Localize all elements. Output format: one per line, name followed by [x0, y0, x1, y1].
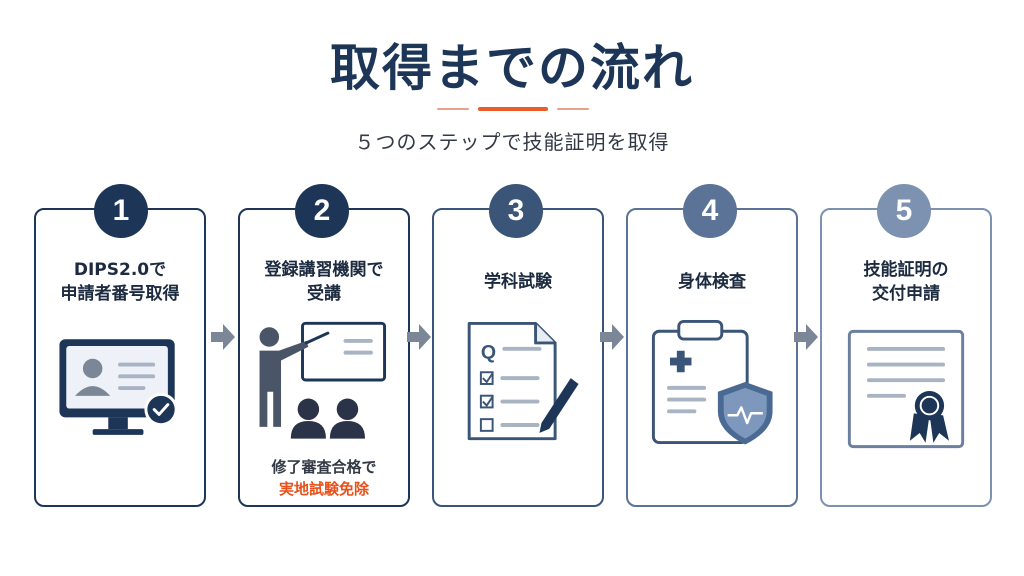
title-underline-left [437, 108, 469, 110]
step-5-number: 5 [895, 194, 913, 227]
certificate-ribbon-icon [847, 329, 965, 449]
monitor-check-icon [59, 339, 178, 435]
page-subtitle: ５つのステップで技能証明を取得 [354, 130, 670, 154]
step-card-3: 学科試験 Q [432, 208, 604, 507]
step-5-label: 技能証明の 交付申請 [863, 260, 949, 304]
clipboard-medical-shield-icon [651, 320, 773, 445]
step-2-label: 登録講習機関で 受講 [264, 260, 384, 304]
quiz-letter: Q [481, 342, 496, 364]
step-3-label: 学科試験 [484, 272, 552, 292]
arrow-right-icon [794, 324, 818, 350]
step-1-label: DIPS2.0で 申請者番号取得 [60, 260, 180, 304]
step-card-5: 技能証明の 交付申請 [820, 208, 992, 507]
step-2-note-line2: 実地試験免除 [278, 480, 369, 498]
step-badge-4: 4 [683, 184, 737, 238]
step-2-number: 2 [313, 194, 331, 227]
teacher-whiteboard-icon [259, 321, 387, 439]
step-card-2: 登録講習機関で 受講 修了審査合格で 実地試験免除 [238, 208, 410, 507]
step-4-label: 身体検査 [678, 272, 746, 292]
step-3-number: 3 [507, 194, 525, 227]
step-card-4: 身体検査 [626, 208, 798, 507]
title-underline-center [478, 107, 548, 111]
step-2-note: 修了審査合格で 実地試験免除 [240, 456, 408, 500]
arrow-right-icon [211, 324, 235, 350]
step-badge-3: 3 [489, 184, 543, 238]
step-badge-5: 5 [877, 184, 931, 238]
arrow-right-icon [600, 324, 624, 350]
title-underline-right [557, 108, 589, 110]
step-1-number: 1 [112, 194, 130, 227]
step-card-1: DIPS2.0で 申請者番号取得 [34, 208, 206, 507]
arrow-right-icon [407, 324, 431, 350]
step-4-number: 4 [701, 194, 719, 227]
step-badge-1: 1 [94, 184, 148, 238]
step-2-note-line1: 修了審査合格で [271, 458, 377, 476]
step-badge-2: 2 [295, 184, 349, 238]
quiz-sheet-pen-icon: Q [467, 321, 579, 441]
page-title: 取得までの流れ [330, 39, 694, 97]
